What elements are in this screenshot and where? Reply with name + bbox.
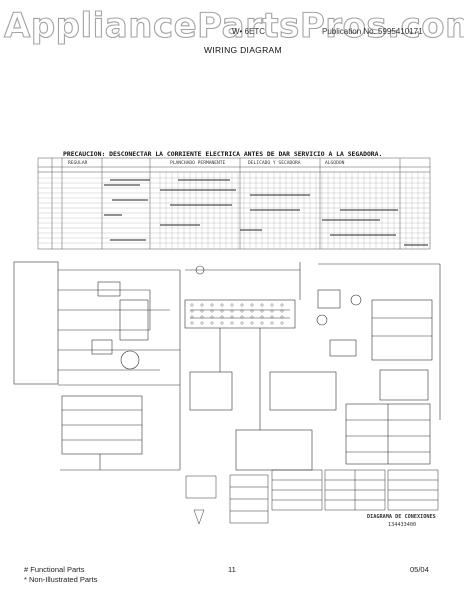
timer-contact	[240, 315, 244, 319]
timer-contact	[250, 303, 254, 307]
timer-contact	[230, 321, 234, 325]
motor-circuit-schematic	[13, 261, 181, 471]
timer-contact	[220, 303, 224, 307]
page-title: WIRING DIAGRAM	[204, 45, 282, 55]
timer-contact-grid	[190, 303, 284, 325]
timer-contact	[220, 309, 224, 313]
non-illustrated-parts-note: * Non-Illustrated Parts	[24, 575, 98, 584]
cycle-selector-table	[185, 469, 439, 525]
timer-contact	[230, 315, 234, 319]
diagram-label: DIAGRAMA DE CONEXIONES	[367, 514, 436, 520]
timer-contact	[270, 309, 274, 313]
timer-contact	[270, 321, 274, 325]
timer-contact	[230, 303, 234, 307]
timer-contact	[260, 309, 264, 313]
timer-contact	[280, 315, 284, 319]
chart-heading-delicate: DELICADO Y SECADORA	[248, 161, 301, 166]
timer-contact	[260, 315, 264, 319]
timer-contact	[280, 309, 284, 313]
timer-contact	[220, 321, 224, 325]
precaution-warning: PRECAUCION: DESCONECTAR LA CORRIENTE ELE…	[63, 150, 383, 158]
watermark-logo: AppliancePartsPros.com	[3, 5, 464, 46]
timer-contact	[250, 315, 254, 319]
chart-heading-cotton: ALGODON	[325, 161, 345, 166]
timer-contact	[240, 303, 244, 307]
timer-contact	[240, 321, 244, 325]
timer-contact	[200, 309, 204, 313]
timer-contact	[200, 315, 204, 319]
timer-contact	[210, 315, 214, 319]
timer-contact	[250, 321, 254, 325]
timer-contact	[190, 309, 194, 313]
page-number: 11	[228, 565, 236, 574]
cycle-timer-chart	[37, 157, 431, 250]
timer-contact	[260, 321, 264, 325]
timer-contact	[230, 309, 234, 313]
timer-contact	[190, 321, 194, 325]
functional-parts-note: # Functional Parts	[24, 565, 85, 574]
timer-contact	[280, 303, 284, 307]
cycle-chart-grid	[38, 172, 430, 249]
timer-contact	[200, 321, 204, 325]
timer-wiring-block	[184, 262, 337, 471]
timer-contact	[210, 303, 214, 307]
model-number: W• 6ETC	[232, 27, 266, 36]
timer-contact	[280, 321, 284, 325]
timer-contact	[210, 309, 214, 313]
timer-contact	[210, 321, 214, 325]
control-board-schematic	[316, 263, 441, 465]
revision-date: 05/04	[410, 565, 429, 574]
timer-contact	[200, 303, 204, 307]
timer-contact	[190, 303, 194, 307]
chart-heading-regular: REGULAR	[68, 161, 88, 166]
cycle-chart-bars	[104, 179, 428, 246]
timer-contact	[270, 315, 274, 319]
timer-contact	[190, 315, 194, 319]
timer-contact	[250, 309, 254, 313]
timer-contact	[240, 309, 244, 313]
diagram-code: 134433400	[388, 522, 417, 528]
publication-number: Publication No. 5995410171	[322, 27, 423, 36]
timer-contact	[270, 303, 274, 307]
timer-contact	[260, 303, 264, 307]
timer-contact	[220, 315, 224, 319]
chart-heading-permanent-press: PLANCHADO PERMANENTE	[170, 161, 226, 166]
